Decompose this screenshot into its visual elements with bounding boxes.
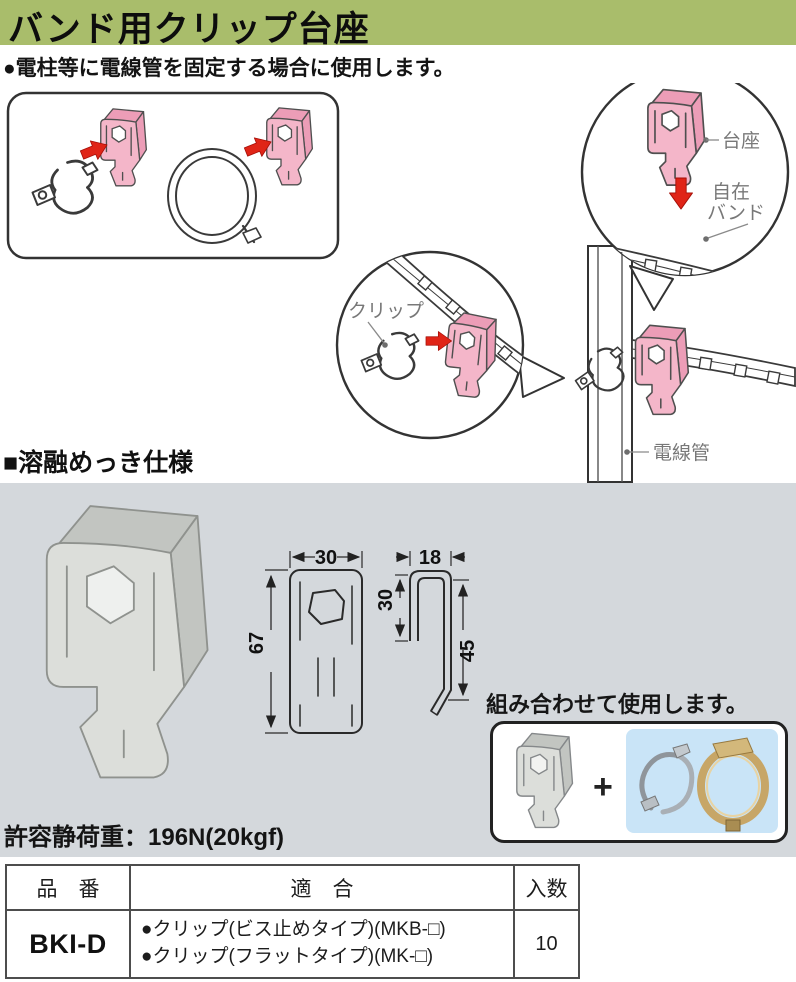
spec-drawings: 30 67 18 30 — [46, 506, 479, 778]
band-label-line1: 自在 — [712, 181, 750, 203]
fit-line: ●クリップ(フラットタイプ)(MK-□) — [141, 946, 434, 967]
clip-label: クリップ — [348, 300, 424, 322]
circle-pointer-tail — [518, 354, 565, 398]
dim-front-width: 30 — [315, 547, 337, 569]
intro-text: ●電柱等に電線管を固定する場合に使用します。 — [3, 57, 455, 80]
band-clamp-illustration — [167, 148, 262, 244]
page-title: バンド用クリップ台座 — [8, 10, 370, 49]
dim-side-depth: 30 — [375, 589, 397, 611]
attach-examples-box — [6, 91, 340, 260]
header-model: 品 番 — [5, 864, 131, 911]
product-photo — [46, 506, 208, 778]
dim-side-height: 45 — [457, 640, 479, 662]
table-header-row: 品 番 適 合 入数 — [5, 864, 580, 911]
pedestal-illustration — [635, 325, 689, 415]
flat-band-photo — [697, 737, 769, 832]
combine-note: 組み合わせて使用します。 — [486, 692, 748, 717]
assembled-unit: 電線管 — [569, 325, 796, 464]
combine-photos: + — [516, 729, 778, 833]
spec-section-heading: ■溶融めっき仕様 — [3, 449, 194, 477]
pedestal-photo — [516, 733, 573, 828]
header-fit: 適 合 — [129, 864, 515, 911]
band-illustration — [582, 238, 788, 275]
band-label-line2: バンド — [707, 203, 765, 224]
detail-circle-clip: クリップ — [335, 250, 525, 440]
model-number: BKI-D — [5, 909, 131, 979]
detail-circle-pedestal: 台座 自在 バンド — [580, 83, 790, 277]
plus-sign: + — [593, 768, 613, 806]
screw-clip-photo — [639, 743, 695, 815]
dim-front-height: 67 — [246, 632, 268, 654]
table-row: BKI-D ●クリップ(ビス止めタイプ)(MKB-□) ●クリップ(フラットタイ… — [5, 909, 580, 979]
quantity: 10 — [513, 909, 580, 979]
dimension-drawing-side: 18 30 45 — [375, 547, 479, 716]
dimension-drawing-front: 30 67 — [246, 547, 363, 734]
fit-line: ●クリップ(ビス止めタイプ)(MKB-□) — [141, 919, 446, 941]
product-table: 品 番 適 合 入数 BKI-D ●クリップ(ビス止めタイプ)(MKB-□) ●… — [5, 864, 580, 979]
header-qty: 入数 — [513, 864, 580, 911]
title-bar: バンド用クリップ台座 — [0, 0, 796, 49]
circle-pointer-tail — [629, 265, 674, 311]
combine-box: + — [490, 721, 788, 843]
conduit-label: 電線管 — [653, 442, 710, 464]
allowable-load-note: 許容静荷重：196N(20kgf) — [4, 824, 285, 851]
pedestal-label: 台座 — [722, 130, 760, 152]
usage-illustration: 台座 自在 バンド クリップ — [6, 83, 796, 483]
dim-side-width: 18 — [419, 547, 441, 569]
fit-cell: ●クリップ(ビス止めタイプ)(MKB-□) ●クリップ(フラットタイプ)(MK-… — [129, 909, 515, 979]
conduit-pipe — [587, 245, 633, 483]
